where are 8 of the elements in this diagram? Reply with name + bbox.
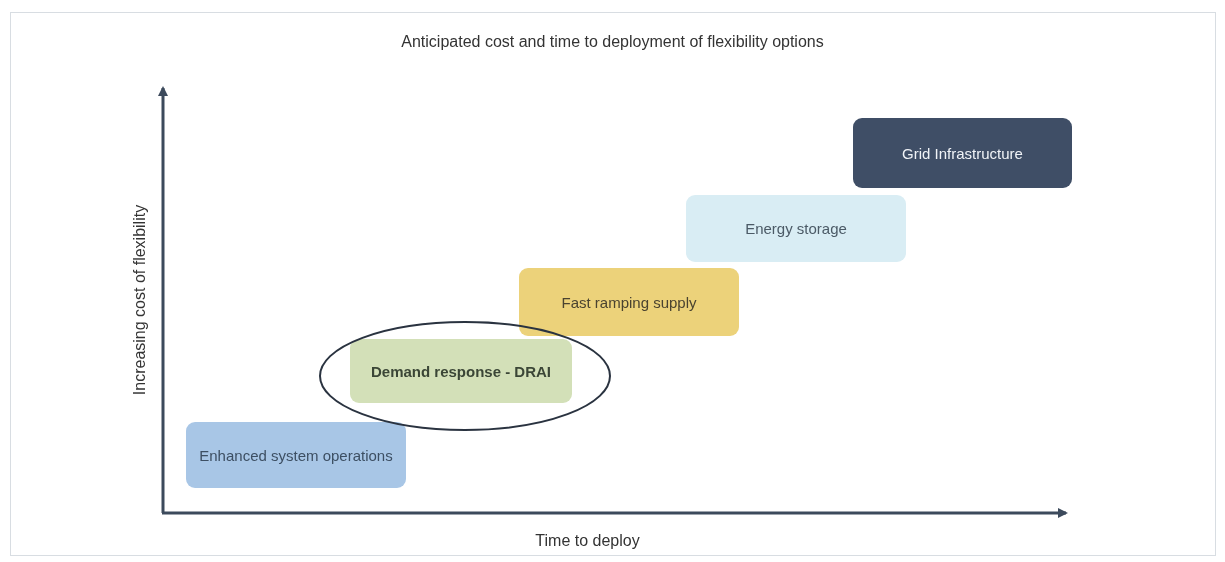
axis-title: Time to deploy — [534, 532, 641, 550]
option-box: Enhanced system operations — [186, 422, 406, 488]
option-box: Grid Infrastructure — [853, 118, 1072, 188]
axis-title: Increasing cost of flexibility — [131, 204, 149, 396]
option-box: Demand response - DRAI — [350, 339, 572, 403]
option-box: Fast ramping supply — [519, 268, 739, 336]
option-box: Energy storage — [686, 195, 906, 262]
chart-title: Anticipated cost and time to deployment of flexibility options — [400, 33, 825, 51]
